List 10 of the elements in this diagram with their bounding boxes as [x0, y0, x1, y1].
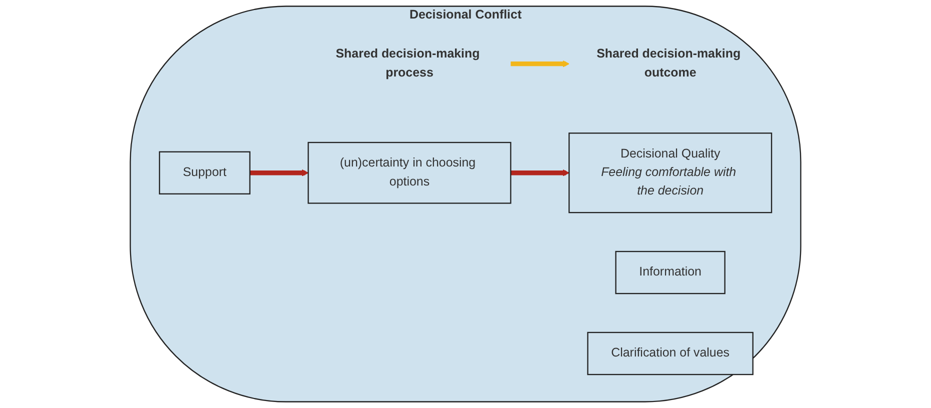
node-box: Decisional Quality Feeling comfortable with the decision: [568, 132, 772, 214]
node-box: (un)certainty in choosing options: [308, 142, 512, 204]
arrow: [510, 60, 570, 68]
node-box: Clarification of values: [587, 332, 754, 376]
arrow: [510, 169, 570, 176]
node-box: Information: [615, 250, 726, 294]
node-text: Shared decision-making outcome: [596, 47, 741, 80]
node-text: Shared decision-making process: [336, 47, 480, 80]
arrow: [250, 169, 309, 176]
node-box: Support: [158, 151, 250, 194]
